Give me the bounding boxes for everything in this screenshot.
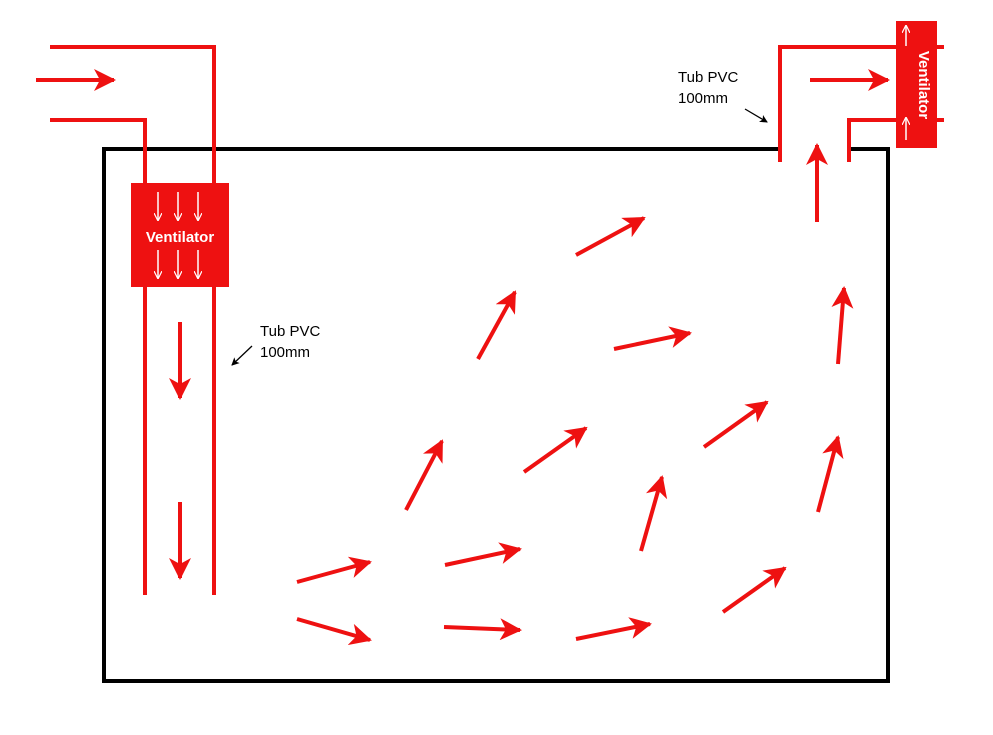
left-inlet-pipe [50,45,216,595]
svg-text:100mm: 100mm [678,90,728,107]
airflow-arrow [721,566,787,614]
left-fan-flow-icons [158,192,198,278]
airflow-arrow [639,475,668,552]
airflow-arrow [575,617,652,641]
airflow-arrow [404,439,444,511]
airflow-arrow [702,400,769,449]
airflow-arrow [476,290,517,360]
svg-text:Tub PVC: Tub PVC [678,69,738,86]
left-pipe-label: Tub PVC 100mm [231,323,320,366]
airflow-arrow [522,426,588,474]
airflow-arrow [613,326,692,351]
right-outlet-pipe [778,45,944,162]
enclosure-box [102,147,890,683]
right-fan: Ventilator [896,21,937,148]
left-fan: Ventilator [131,183,229,287]
airflow-arrow [296,556,372,584]
airflow-arrow [816,435,844,513]
airflow-arrow [831,286,854,365]
airflow-arrow [296,617,372,646]
svg-text:100mm: 100mm [260,344,310,361]
right-fan-label: Ventilator [915,51,932,120]
left-fan-label: Ventilator [146,229,215,246]
airflow-arrow [575,216,646,257]
airflow-arrow [444,542,522,567]
svg-text:Tub PVC: Tub PVC [260,323,320,340]
airflow-arrows [296,216,854,646]
right-pipe-label: Tub PVC 100mm [678,69,768,123]
airflow-arrow [443,618,522,641]
